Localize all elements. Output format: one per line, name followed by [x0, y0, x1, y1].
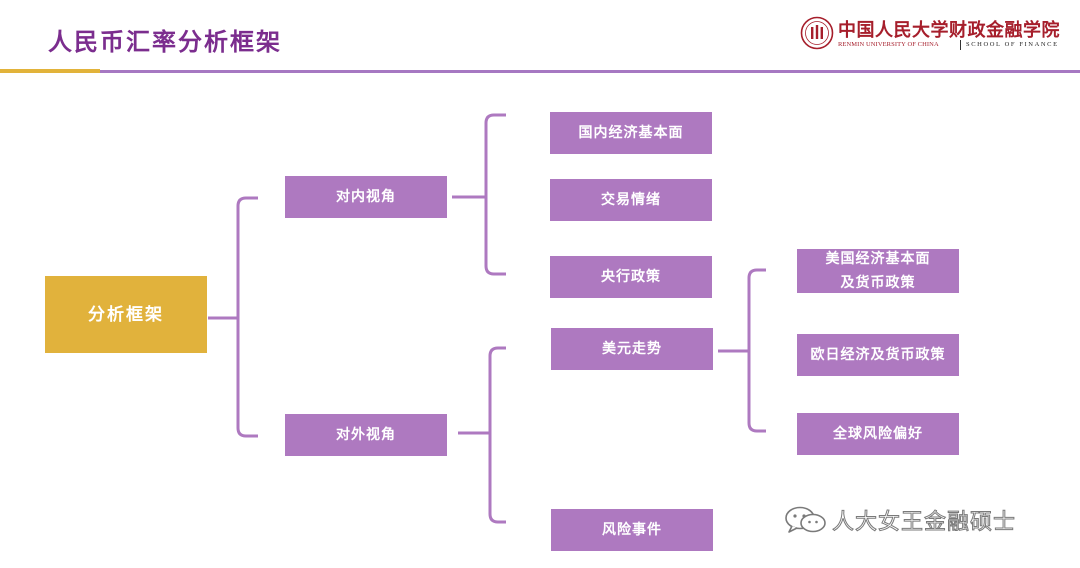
logo-english-school: SCHOOL OF FINANCE — [966, 41, 1059, 48]
external-view-label: 对外视角 — [336, 427, 396, 443]
wechat-watermark: 人大女王金融硕士 — [782, 505, 1017, 536]
us-fundamentals-node: 美国经济基本面 及货币政策 — [797, 249, 959, 293]
risk-events-label: 风险事件 — [602, 522, 662, 538]
central-bank-policy-label: 央行政策 — [601, 269, 661, 285]
watermark-text: 人大女王金融硕士 — [831, 510, 1017, 536]
us-fundamentals-label-line1: 美国经济基本面 — [825, 251, 931, 267]
global-risk-appetite-node: 全球风险偏好 — [797, 413, 959, 455]
central-bank-policy-node: 央行政策 — [550, 256, 712, 298]
university-logo: 中国人民大学财政金融学院 RENMIN UNIVERSITY OF CHINA … — [800, 14, 1075, 54]
trading-sentiment-label: 交易情绪 — [601, 192, 661, 208]
us-fundamentals-label-line2: 及货币政策 — [840, 275, 916, 291]
wechat-icon — [785, 506, 826, 533]
internal-view-label: 对内视角 — [336, 189, 396, 205]
connector-internal-children — [452, 113, 506, 276]
internal-view-node: 对内视角 — [285, 176, 447, 218]
connector-dollar-children — [718, 268, 766, 433]
connector-root-branches — [208, 196, 258, 438]
domestic-fundamentals-label: 国内经济基本面 — [578, 125, 684, 141]
logo-divider — [960, 40, 961, 50]
header-rule — [100, 70, 1080, 73]
logo-university-name: 中国人民大学 — [838, 20, 949, 41]
root-node-label: 分析框架 — [88, 304, 164, 325]
logo-english-university: RENMIN UNIVERSITY OF CHINA — [838, 41, 939, 48]
eu-japan-policy-node: 欧日经济及货币政策 — [797, 334, 959, 376]
page-title: 人民币汇率分析框架 — [48, 27, 282, 56]
dollar-trend-label: 美元走势 — [602, 341, 662, 357]
trading-sentiment-node: 交易情绪 — [550, 179, 712, 221]
root-node: 分析框架 — [45, 276, 207, 353]
domestic-fundamentals-node: 国内经济基本面 — [550, 112, 712, 154]
eu-japan-policy-label: 欧日经济及货币政策 — [810, 347, 946, 363]
logo-chinese-text: 中国人民大学财政金融学院 — [838, 16, 1060, 42]
risk-events-node: 风险事件 — [551, 509, 713, 551]
header-rule-accent — [0, 69, 100, 73]
external-view-node: 对外视角 — [285, 414, 447, 456]
connector-external-children — [458, 346, 506, 524]
logo-school-name: 财政金融学院 — [949, 20, 1060, 41]
university-seal-icon — [800, 16, 834, 50]
global-risk-appetite-label: 全球风险偏好 — [833, 426, 923, 442]
dollar-trend-node: 美元走势 — [551, 328, 713, 370]
